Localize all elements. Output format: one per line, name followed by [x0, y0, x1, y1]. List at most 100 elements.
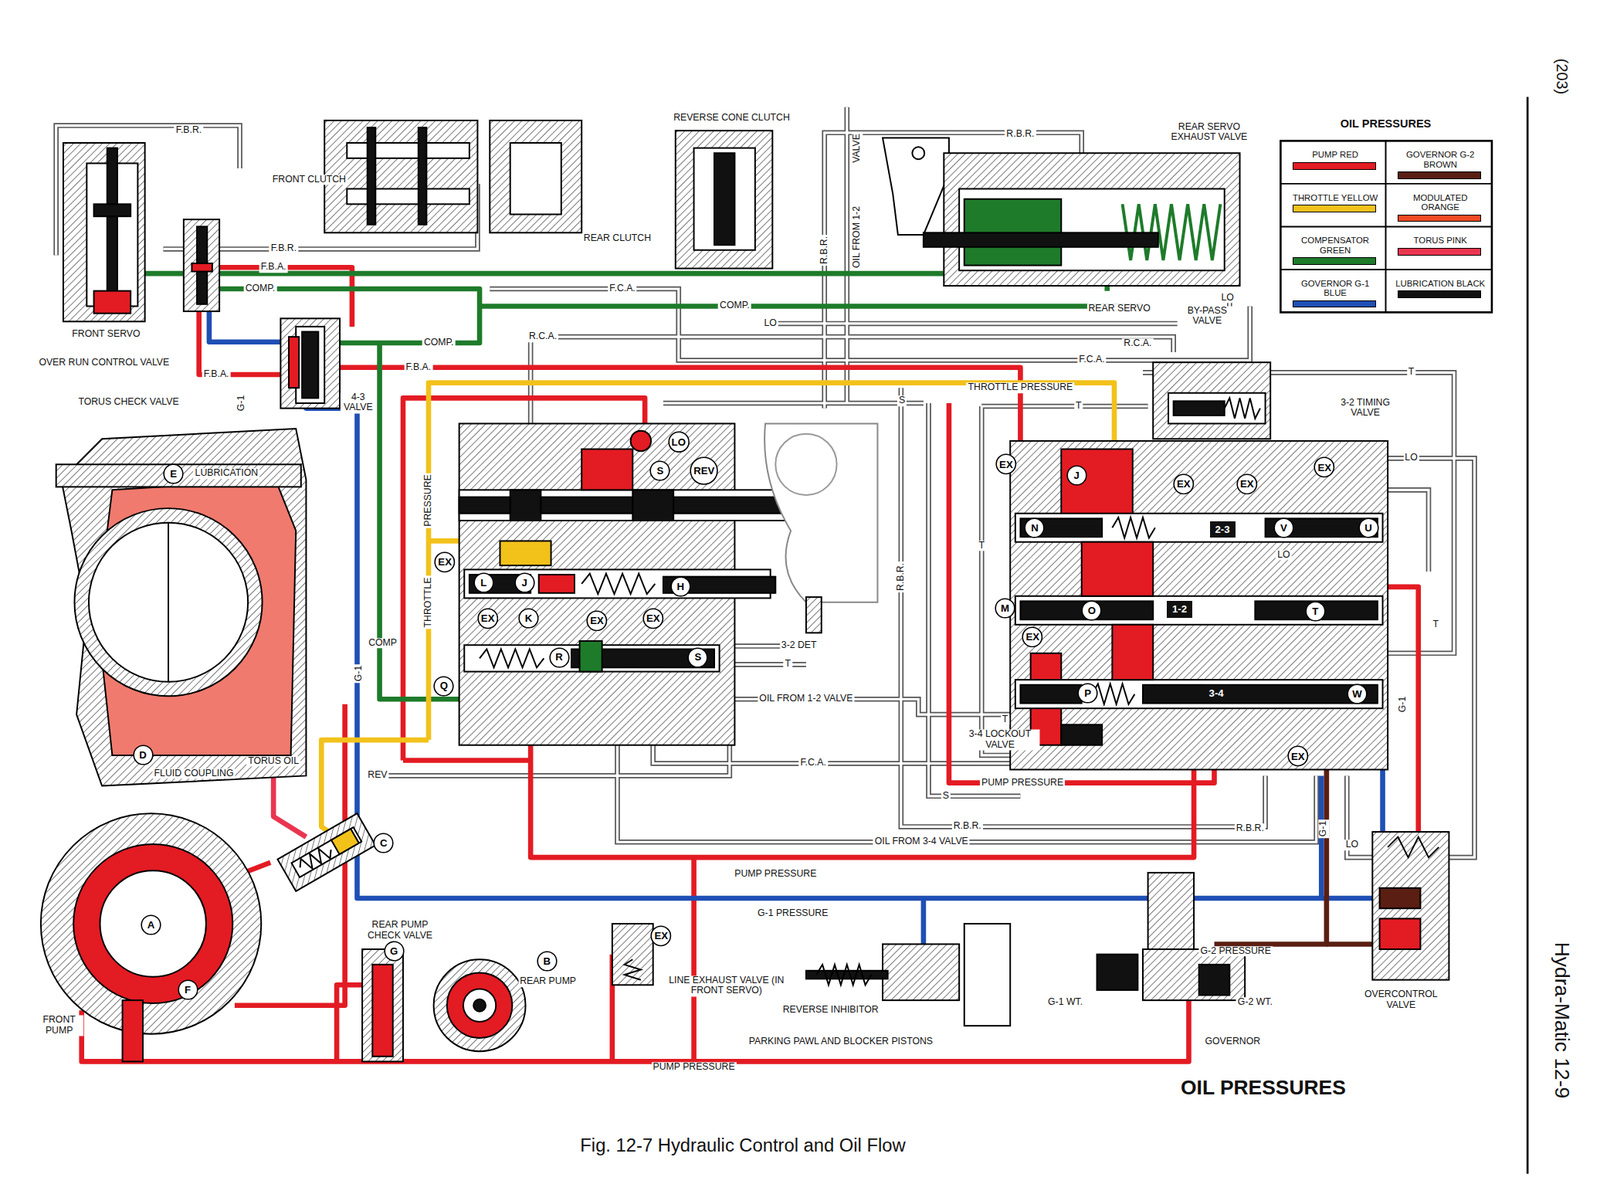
illustration-part — [1081, 542, 1154, 597]
illustration-part — [73, 844, 233, 1004]
part-label: FRONT CLUTCH — [271, 174, 348, 186]
illustration-part — [167, 522, 170, 682]
callout-letter: K — [525, 613, 533, 624]
illustration-part — [1010, 440, 1388, 770]
callout-circle: EX — [1236, 473, 1258, 495]
callout-letter: J — [1073, 470, 1079, 481]
illustration-part — [81, 267, 1419, 1062]
illustration-part — [581, 448, 633, 490]
circle-shape — [643, 608, 663, 628]
part-label: G-1 PRESSURE — [755, 908, 830, 919]
illustration-part — [1142, 949, 1245, 1000]
part-label: BY-PASS VALVE — [1177, 305, 1238, 327]
illustration-part — [81, 267, 1419, 1062]
circle-shape — [1305, 601, 1326, 621]
illustration-part — [433, 959, 526, 1051]
valve-tag-text: 1-2 — [1172, 603, 1187, 614]
legend-text: TORUS PINK — [1393, 235, 1487, 245]
part-label: R.B.R. — [895, 561, 907, 593]
part-label: LO — [1403, 453, 1419, 465]
circle-shape — [1315, 457, 1335, 478]
illustration-part — [1387, 837, 1439, 858]
callout-letter: EX — [1025, 631, 1040, 642]
part-label: R.C.A. — [527, 331, 559, 343]
part-label: TORUS CHECK VALVE — [76, 396, 180, 408]
part-label: REAR PUMP — [518, 976, 578, 987]
part-label: LO — [762, 318, 778, 329]
callout-letter: EX — [999, 459, 1014, 470]
illustration-part — [1379, 888, 1421, 909]
illustration-part — [331, 828, 360, 855]
callout-circle: REV — [689, 456, 719, 485]
part-label: R.B.R. — [1004, 129, 1036, 141]
illustration-part — [1173, 400, 1225, 416]
circle-shape — [690, 457, 718, 485]
callout-circle: N — [1023, 517, 1045, 539]
circle-shape — [995, 598, 1015, 618]
callout-circle: W — [1346, 683, 1368, 705]
part-label: LINE EXHAUST VALVE (IN FRONT SERVO) — [666, 975, 787, 997]
illustration-part — [122, 1000, 143, 1062]
callout-circle: P — [1077, 682, 1099, 704]
part-label: PUMP PRESSURE — [732, 869, 818, 881]
illustration-part — [100, 870, 207, 977]
circle-shape — [178, 979, 198, 1000]
part-label: REAR SERVO EXHAUST VALVE — [1156, 122, 1262, 143]
part-label: R.B.R. — [1234, 823, 1266, 834]
part-label: REV — [366, 770, 389, 782]
illustration-part — [510, 489, 542, 521]
circle-shape — [384, 941, 404, 961]
part-label: R.B.R. — [819, 234, 831, 266]
illustration-part — [479, 649, 544, 668]
circle-shape — [477, 608, 498, 628]
callout-letter: EX — [1317, 462, 1332, 473]
callout-letter: V — [1280, 522, 1288, 533]
part-label: F.B.R. — [174, 125, 204, 136]
callout-circle: A — [140, 914, 162, 936]
illustration-part — [1326, 941, 1373, 947]
circle-shape — [1067, 465, 1087, 485]
callout-circle: EX — [1313, 456, 1336, 478]
circle-shape — [1288, 746, 1308, 767]
illustration-part — [1020, 684, 1082, 704]
illustration-part — [346, 142, 470, 159]
part-label: LUBRICATION — [193, 467, 261, 479]
illustration-part — [1020, 600, 1153, 620]
callout-letter: O — [1088, 605, 1096, 616]
callout-circle: G — [383, 940, 405, 962]
illustration-part — [459, 489, 797, 521]
callout-letter: EX — [481, 613, 495, 624]
callout-letter: T — [1311, 606, 1319, 617]
part-label: T — [1431, 619, 1441, 631]
illustration-part — [882, 137, 950, 235]
callout-letter: REV — [693, 465, 715, 476]
illustration-part — [775, 433, 837, 495]
callout-letter: EX — [437, 556, 452, 567]
callout-letter: Q — [440, 680, 448, 691]
part-label: FRONT SERVO — [70, 329, 142, 341]
callout-letter: EX — [654, 930, 668, 941]
callout-circle: J — [514, 572, 536, 594]
illustration-part — [1015, 679, 1384, 709]
illustration-part — [1015, 513, 1384, 543]
callout-letter: A — [147, 919, 156, 930]
illustration-part — [806, 596, 822, 633]
illustration-part — [209, 305, 1384, 899]
legend-swatch — [1397, 247, 1482, 256]
illustration-part — [1061, 448, 1133, 521]
illustration-part — [1199, 964, 1231, 996]
illustration-part — [183, 219, 220, 312]
circle-shape — [374, 833, 394, 853]
legend-text: PUMP RED — [1288, 149, 1382, 160]
circle-shape — [549, 647, 570, 668]
circle-shape — [141, 915, 161, 935]
part-label: REAR PUMP CHECK VALVE — [359, 920, 440, 942]
illustration-part — [579, 640, 603, 672]
circle-shape — [1173, 474, 1194, 494]
callout-circle: EX — [642, 607, 665, 630]
callout-circle: LO — [667, 430, 690, 453]
callout-circle: L — [473, 572, 495, 594]
part-label: OIL FROM 1-2 VALVE — [757, 693, 855, 705]
circle-shape — [537, 951, 557, 971]
illustration-part — [94, 203, 132, 217]
